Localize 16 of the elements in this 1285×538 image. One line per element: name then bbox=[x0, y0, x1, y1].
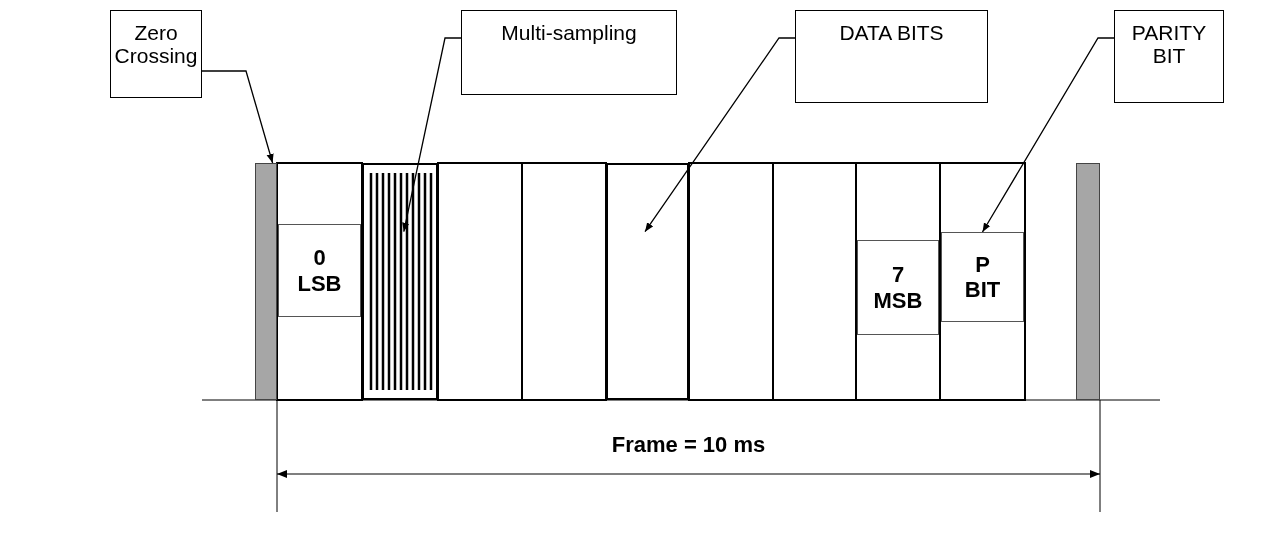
leader-line bbox=[201, 70, 274, 164]
callout-box: Zero Crossing bbox=[110, 10, 202, 98]
bit-label-box: P BIT bbox=[941, 232, 1024, 322]
bit-label-box: 0 LSB bbox=[278, 224, 361, 317]
hatched-cell bbox=[362, 163, 438, 400]
bit-label-box: 7 MSB bbox=[857, 240, 939, 335]
callout-box: DATA BITS bbox=[795, 10, 988, 103]
marker-bar bbox=[1076, 163, 1100, 400]
marker-bar bbox=[255, 163, 277, 400]
leader-line bbox=[402, 37, 462, 233]
callout-box: PARITY BIT bbox=[1114, 10, 1224, 103]
bit-cell bbox=[606, 163, 689, 400]
leader-line bbox=[981, 37, 1115, 233]
callout-box: Multi-sampling bbox=[461, 10, 677, 95]
leader-line bbox=[644, 37, 796, 233]
dimension-label: Frame = 10 ms bbox=[610, 432, 767, 458]
